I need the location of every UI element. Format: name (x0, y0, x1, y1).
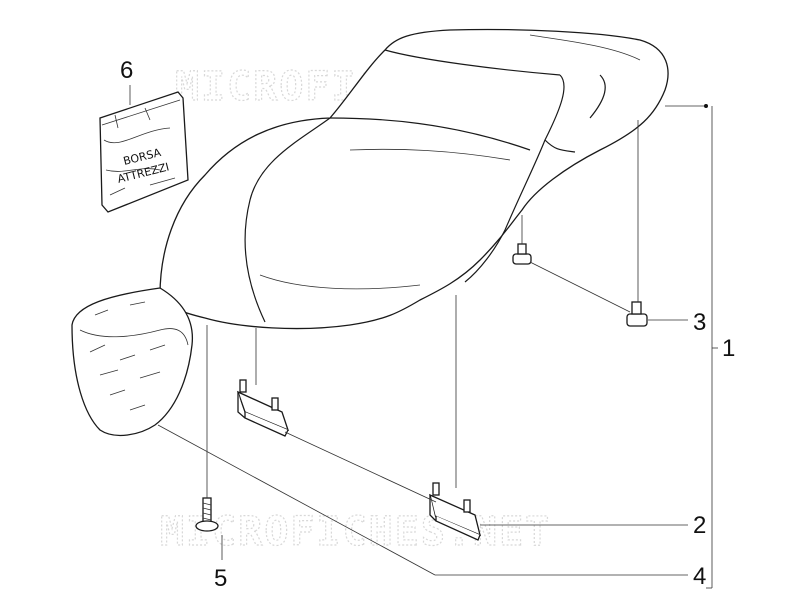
front-tray-part (71, 287, 194, 437)
callout-4: 4 (693, 563, 706, 590)
rubber-buffer-upper (512, 243, 532, 265)
seat-assembly (159, 28, 669, 330)
callout-1: 1 (722, 335, 735, 362)
callout-3: 3 (693, 309, 706, 336)
bracket-upper-part (236, 379, 290, 437)
rubber-buffer-lower (626, 301, 648, 327)
callout-2: 2 (693, 512, 706, 539)
bracket-lower-part (429, 482, 481, 541)
leader-lines (129, 85, 718, 589)
tool-bag-part: BORSA ATTREZZI (99, 91, 189, 213)
callout-5: 5 (214, 565, 227, 592)
watermark-bottom: MICROFICHES.NET (160, 509, 551, 555)
callout-6: 6 (120, 57, 133, 84)
